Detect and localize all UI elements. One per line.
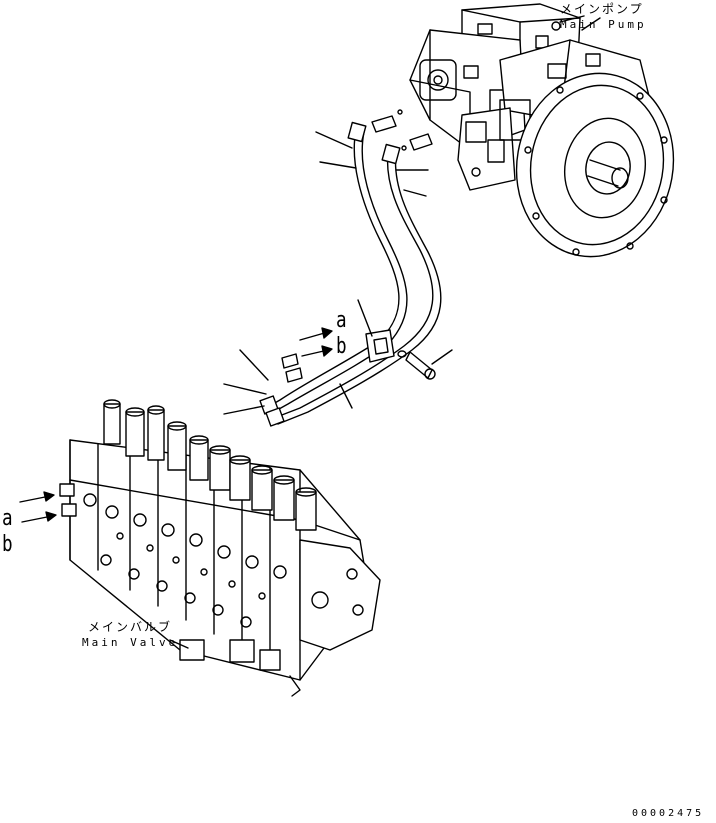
pump-side-label-a: a [336,308,347,333]
valve-side-label-b: b [2,532,13,557]
main-valve-drawing [19,399,381,697]
main-pump-drawing [371,3,675,258]
main-pump-label-jp: メインポンプ [560,2,644,16]
main-pump-label-en: Main Pump [560,18,647,31]
drawing-number: 00002475 [632,808,705,819]
hydraulic-hoses [223,121,453,427]
main-valve-label-en: Main Valve [82,636,179,649]
main-pump-leader [559,15,585,23]
valve-side-label-a: a [2,506,13,531]
pump-side-label-b: b [336,334,347,359]
main-valve-label-jp: メインバルブ [88,620,173,634]
